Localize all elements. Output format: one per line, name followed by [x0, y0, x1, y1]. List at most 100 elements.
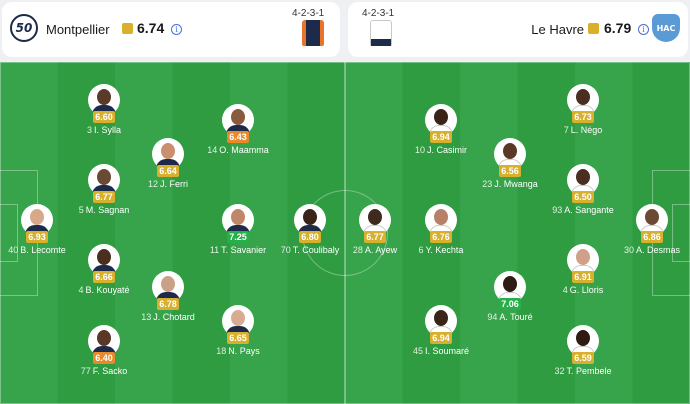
home-team-name[interactable]: Montpellier [46, 22, 110, 37]
player-name: I. Sylla [94, 125, 122, 135]
home-team-card[interactable]: 50 Montpellier 6.74 i 4-2-3-1 [2, 2, 340, 57]
player-head [97, 330, 111, 346]
info-icon[interactable]: i [638, 24, 649, 35]
player-head [368, 209, 382, 225]
le-havre-crest-icon: HAC [652, 14, 680, 42]
player-rating-badge: 7.06 [499, 298, 521, 310]
player-number: 23 [482, 179, 493, 189]
player-rating-badge: 6.80 [299, 231, 321, 243]
player-head [576, 89, 590, 105]
player-rating-badge: 6.86 [641, 231, 663, 243]
player-rating-badge: 6.94 [430, 332, 452, 344]
away-team-name[interactable]: Le Havre [531, 22, 584, 37]
player-head [503, 276, 517, 292]
player-head [161, 143, 175, 159]
player-name: J. Casimir [427, 145, 467, 155]
player-number: 13 [141, 312, 152, 322]
player-number: 70 [280, 245, 291, 255]
player-shirt [156, 159, 180, 170]
player-number: 94 [487, 312, 498, 322]
player-head [434, 209, 448, 225]
player-rating-badge: 6.76 [430, 231, 452, 243]
player-head [503, 143, 517, 159]
player-avatar [425, 104, 457, 136]
player-avatar [425, 305, 457, 337]
player-rating-badge: 6.73 [572, 111, 594, 123]
player-head [303, 209, 317, 225]
player-rating-badge: 7.25 [227, 231, 249, 243]
player-number: 4 [78, 285, 84, 295]
player-number: 5 [78, 205, 84, 215]
player-avatar [222, 104, 254, 136]
player-rating-badge: 6.40 [93, 352, 115, 364]
player-rating-badge: 6.64 [157, 165, 179, 177]
player-rating-badge: 6.60 [93, 111, 115, 123]
home-goal-area [0, 204, 18, 262]
player-head [576, 169, 590, 185]
player-number: 12 [147, 179, 158, 189]
player-name: F. Sacko [92, 366, 128, 376]
player-name: T. Pembele [566, 366, 612, 376]
player-head [434, 109, 448, 125]
player-name: A. Desmas [636, 245, 681, 255]
player-head [97, 169, 111, 185]
player-avatar [567, 244, 599, 276]
player-avatar [567, 164, 599, 196]
player-avatar [88, 84, 120, 116]
player-head [97, 249, 111, 265]
player-number: 10 [414, 145, 425, 155]
rating-square-icon [122, 23, 133, 34]
away-shirt-icon [370, 20, 392, 46]
player-name: J. Mwanga [494, 179, 538, 189]
player-avatar [88, 325, 120, 357]
player-name: O. Maamma [219, 145, 269, 155]
montpellier-crest-icon: 50 [10, 14, 38, 42]
player-number: 11 [209, 245, 220, 255]
away-team-card[interactable]: 4-2-3-1 Le Havre 6.79 i HAC [348, 2, 688, 57]
player-number: 28 [352, 245, 363, 255]
player-name: L. Négo [570, 125, 603, 135]
player-head [231, 310, 245, 326]
info-icon[interactable]: i [171, 24, 182, 35]
player-avatar [152, 271, 184, 303]
home-team-rating: 6.74 [137, 20, 165, 36]
player-number: 32 [554, 366, 565, 376]
player-head [434, 310, 448, 326]
player-rating-badge: 6.94 [430, 131, 452, 143]
player-name: T. Savanier [221, 245, 267, 255]
player-avatar [88, 164, 120, 196]
player-shirt [92, 185, 116, 196]
